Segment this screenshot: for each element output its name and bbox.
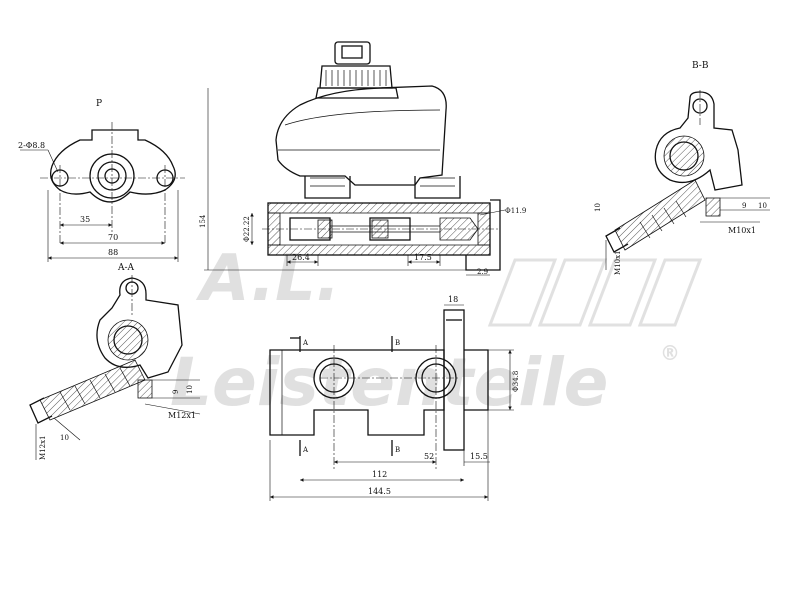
dim-154: 154 — [199, 214, 207, 228]
dim-70: 70 — [108, 233, 118, 242]
reservoir — [275, 85, 447, 186]
top-section-a-lower: A — [302, 446, 309, 454]
aa-body — [96, 277, 183, 379]
view-p: P 2-Φ8.8 35 70 88 — [18, 99, 185, 262]
dim-35: 35 — [80, 215, 90, 224]
aa-dim-9: 9 — [172, 390, 180, 394]
top-section-a-upper: A — [302, 339, 309, 347]
dim-26-4: 26.4 — [292, 253, 310, 262]
view-p-label: P — [96, 99, 102, 109]
top-section-b-lower: B — [395, 446, 400, 454]
view-side: 154 Φ22.22 26.4 17.5 2.9 Φ11.9 — [199, 41, 526, 276]
watermark-main: Leistenteile — [170, 344, 608, 421]
view-bb: B-B 9 10 10 M10x1 M10x1 — [594, 61, 770, 275]
watermark-reg: ® — [660, 341, 680, 365]
watermark-stripes — [487, 258, 703, 327]
dim-holes: 2-Φ8.8 — [18, 141, 45, 150]
dim-34-8: Φ34.8 — [512, 371, 520, 392]
dim-15-5: 15.5 — [470, 452, 488, 461]
aa-dim-m12a: M12x1 — [168, 411, 196, 420]
view-aa-label: A-A — [117, 263, 135, 273]
view-aa: A-A 9 10 M12x1 10 M12x1 — [29, 263, 201, 460]
dim-2-9: 2.9 — [477, 268, 488, 276]
view-bb-label: B-B — [692, 61, 709, 71]
dim-112: 112 — [372, 470, 387, 479]
dim-88: 88 — [108, 248, 118, 257]
dim-52: 52 — [424, 452, 434, 461]
aa-dim-10: 10 — [186, 385, 194, 394]
bb-dim-10: 10 — [594, 203, 602, 212]
reservoir-connector — [334, 41, 371, 65]
aa-dim-10b: 10 — [60, 434, 69, 442]
dim-144-5: 144.5 — [368, 487, 391, 496]
bb-dim-m10a: M10x1 — [728, 226, 756, 235]
dim-18: 18 — [448, 295, 458, 304]
aa-dim-m12b: M12x1 — [39, 436, 47, 460]
dim-17-5: 17.5 — [414, 253, 432, 262]
bb-body — [654, 91, 743, 191]
bb-dim-m10b: M10x1 — [614, 251, 622, 275]
top-section-b-upper: B — [395, 339, 400, 347]
view-top: A A B B 18 Φ34.8 52 15.5 112 144.5 — [269, 295, 520, 501]
flange-outline — [49, 129, 176, 203]
bb-dim-9: 9 — [742, 202, 746, 210]
dim-bore: Φ22.22 — [243, 216, 251, 242]
dim-11-9: Φ11.9 — [505, 207, 526, 215]
bb-dim-10b: 10 — [758, 202, 767, 210]
